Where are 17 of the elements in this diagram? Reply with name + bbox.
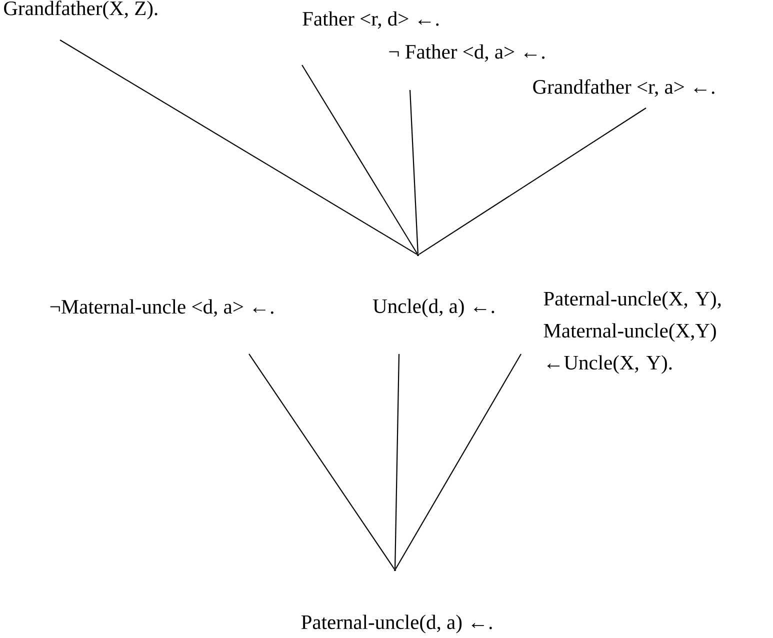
clause-text: Grandfather <r, a> ←. — [533, 79, 714, 97]
clause-text: Grandfather(X, Z). — [4, 0, 158, 20]
junction-point — [394, 568, 396, 572]
clause-text: Paternal-uncle(d, a) ←. — [301, 614, 492, 634]
line — [394, 354, 400, 569]
clause-text: Uncle(d, a) ←. — [372, 298, 494, 318]
line — [418, 108, 646, 255]
line — [60, 40, 418, 255]
line — [248, 354, 395, 570]
clause-text: ¬Maternal-uncle <d, a> ←. — [50, 299, 274, 317]
line — [409, 90, 418, 254]
junction-point — [416, 254, 420, 256]
clause-text: Paternal-uncle(X, Y), Maternal-uncle(X,Y) ←Uncle(X, Y). — [544, 291, 721, 374]
clause-text: ¬ Father <d, a> ←. — [389, 44, 544, 62]
line — [302, 64, 418, 254]
line — [395, 354, 522, 570]
clause-text: Father <r, d> ←. — [302, 11, 439, 29]
